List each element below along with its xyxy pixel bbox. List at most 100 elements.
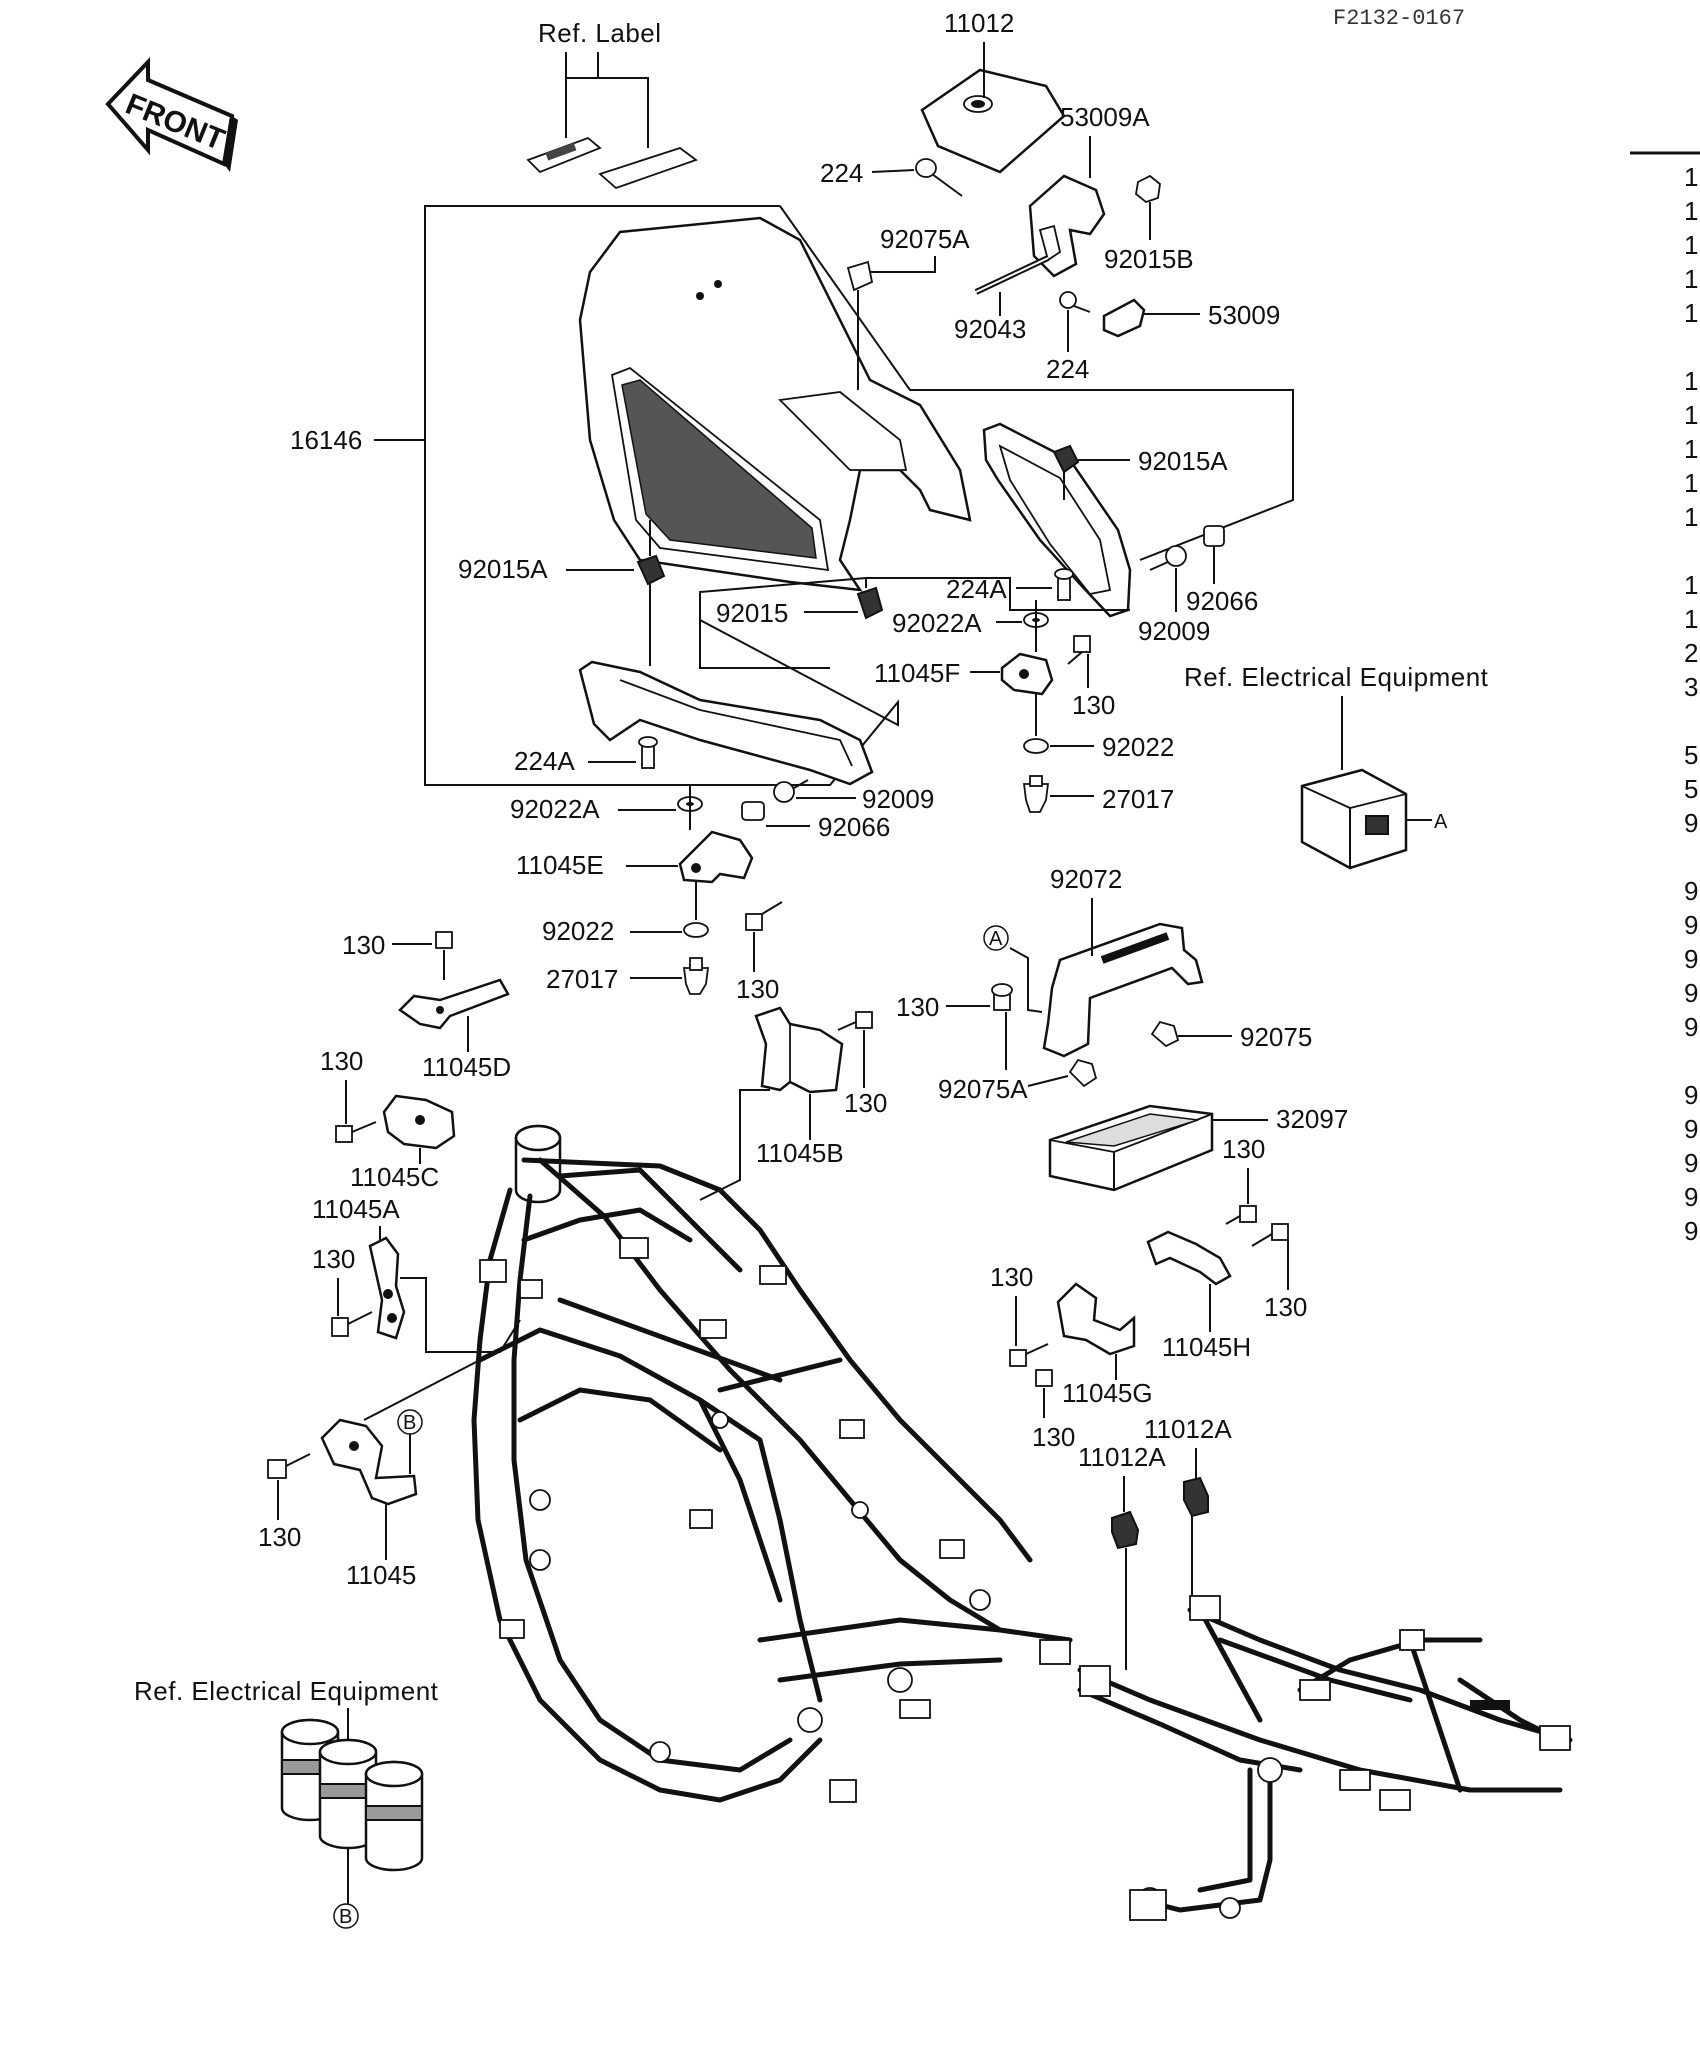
rear-subframe-icon [1077,1595,1573,1921]
callout-224-mid: 224 [1046,354,1089,384]
fuel-cap-lid-icon [920,68,1066,174]
callout-92022-right: 92022 [1102,732,1174,762]
callout-130-c: 130 [320,1046,363,1076]
grommet-92075a-icon [846,260,874,292]
bolt-130-d-icon [435,931,453,949]
side-column-item: 1 [1684,570,1698,600]
relay-icon [1300,768,1408,870]
side-column-item: 1 [1684,502,1698,532]
callout-92022a-right: 92022A [892,608,982,638]
marker-b-circle-lower: B [333,1903,359,1929]
callout-92075a: 92075A [880,224,970,254]
side-column-item: 1 [1684,196,1698,226]
callout-11045c: 11045C [350,1162,439,1192]
bolt-130-f-icon [1067,635,1091,665]
hinge-53009a-icon [1028,174,1106,278]
side-column-item: 9 [1684,1216,1698,1246]
callout-92009-left: 92009 [862,784,934,814]
ref-label-text: Ref. Label [538,18,662,48]
battery-strap-92072-icon [1042,922,1204,1058]
callout-11012a-2: 11012A [1078,1442,1166,1472]
callout-130-d: 130 [342,930,385,960]
callout-11012a-1: 11012A [1144,1414,1232,1444]
bolt-130-h2-icon [1251,1223,1289,1247]
callout-92072: 92072 [1050,864,1122,894]
nut-92015a-left-icon [636,554,666,586]
bolt-130-base-icon [267,1453,311,1479]
callout-224-top: 224 [820,158,863,188]
main-frame-icon [471,1124,1073,1803]
clip-27017-right-icon [1022,775,1050,813]
callout-11045h: 11045H [1162,1332,1251,1362]
screw-224-mid-icon [1059,291,1091,313]
collar-92066-left-icon [741,801,765,821]
clip-11012a-2-icon [1111,1510,1140,1670]
callout-92009-right: 92009 [1138,616,1210,646]
marker-a-circle: A [983,925,1043,1013]
callout-16146: 16146 [290,425,362,455]
fuse-holders-icon [280,1718,424,1872]
bracket-11045c-icon [382,1094,456,1150]
callout-130-base: 130 [258,1522,301,1552]
callout-92015b: 92015B [1104,244,1194,274]
callout-92075a-low: 92075A [938,1074,1028,1104]
bolt-130-battery-icon [991,983,1013,1011]
side-column-item: 1 [1684,468,1698,498]
marker-a-relay: A [1434,811,1448,833]
callout-130-g1: 130 [990,1262,1033,1292]
callout-92015: 92015 [716,598,788,628]
bracket-11045h-icon [1146,1230,1232,1286]
bracket-11045d-icon [398,978,510,1030]
washer-92022-left-icon [683,922,709,938]
bracket-11045e-icon [678,830,754,884]
callout-53009: 53009 [1208,300,1280,330]
callout-11045f: 11045F [874,658,960,688]
side-column-item: 1 [1684,298,1698,328]
clip-27017-left-icon [682,957,710,995]
bracket-11045a-icon [368,1236,406,1340]
tank-cover-icon [578,216,972,592]
svg-text:A: A [989,928,1003,950]
callout-27017-right: 27017 [1102,784,1174,814]
callout-92015a-left: 92015A [458,554,548,584]
callout-130-h2: 130 [1264,1292,1307,1322]
svg-text:B: B [339,1906,352,1928]
callout-11045d: 11045D [422,1052,511,1082]
callout-130-a: 130 [312,1244,355,1274]
bolt-130-a-icon [331,1311,373,1337]
figure-code: F2132-0167 [1333,6,1465,31]
bracket-11045-icon [320,1418,418,1506]
bolt-92009-right-icon [1149,545,1187,571]
bracket-11045b-icon [754,1006,844,1094]
front-arrow-icon: FRONT [105,57,238,172]
callout-130-g2: 130 [1032,1422,1075,1452]
callout-32097: 32097 [1276,1104,1348,1134]
side-column-item: 9 [1684,1080,1698,1110]
bolt-130-g1-icon [1009,1343,1049,1367]
side-column-item: 1 [1684,230,1698,260]
assembly-boundary-16146 [424,205,899,786]
grommet-92075a-low-icon [1068,1058,1098,1088]
latch-53009-icon [1102,298,1146,338]
label-sticker-icon [526,136,698,190]
side-column-item: 1 [1684,434,1698,464]
callout-27017-left: 27017 [546,964,618,994]
callout-130-battery: 130 [896,992,939,1022]
callout-11045a: 11045A [312,1194,400,1224]
side-column-item: 1 [1684,400,1698,430]
marker-b-circle-upper: B [397,1409,423,1474]
side-column-item: 9 [1684,978,1698,1008]
callout-11012: 11012 [944,8,1014,38]
side-column-item: 9 [1684,910,1698,940]
ref-label-leader [565,52,649,148]
side-column-item: 1 [1684,604,1698,634]
battery-tray-32097-icon [1048,1104,1214,1192]
side-column-item: 2 [1684,638,1698,668]
bolt-92009-left-icon [773,779,809,803]
nut-92015-icon [856,586,884,620]
bracket-11045g-icon [1056,1282,1136,1356]
pin-92043-icon [974,255,1050,295]
bolt-130-b-icon [837,1011,873,1031]
side-column-item: 9 [1684,1012,1698,1042]
callout-130-f: 130 [1072,690,1115,720]
